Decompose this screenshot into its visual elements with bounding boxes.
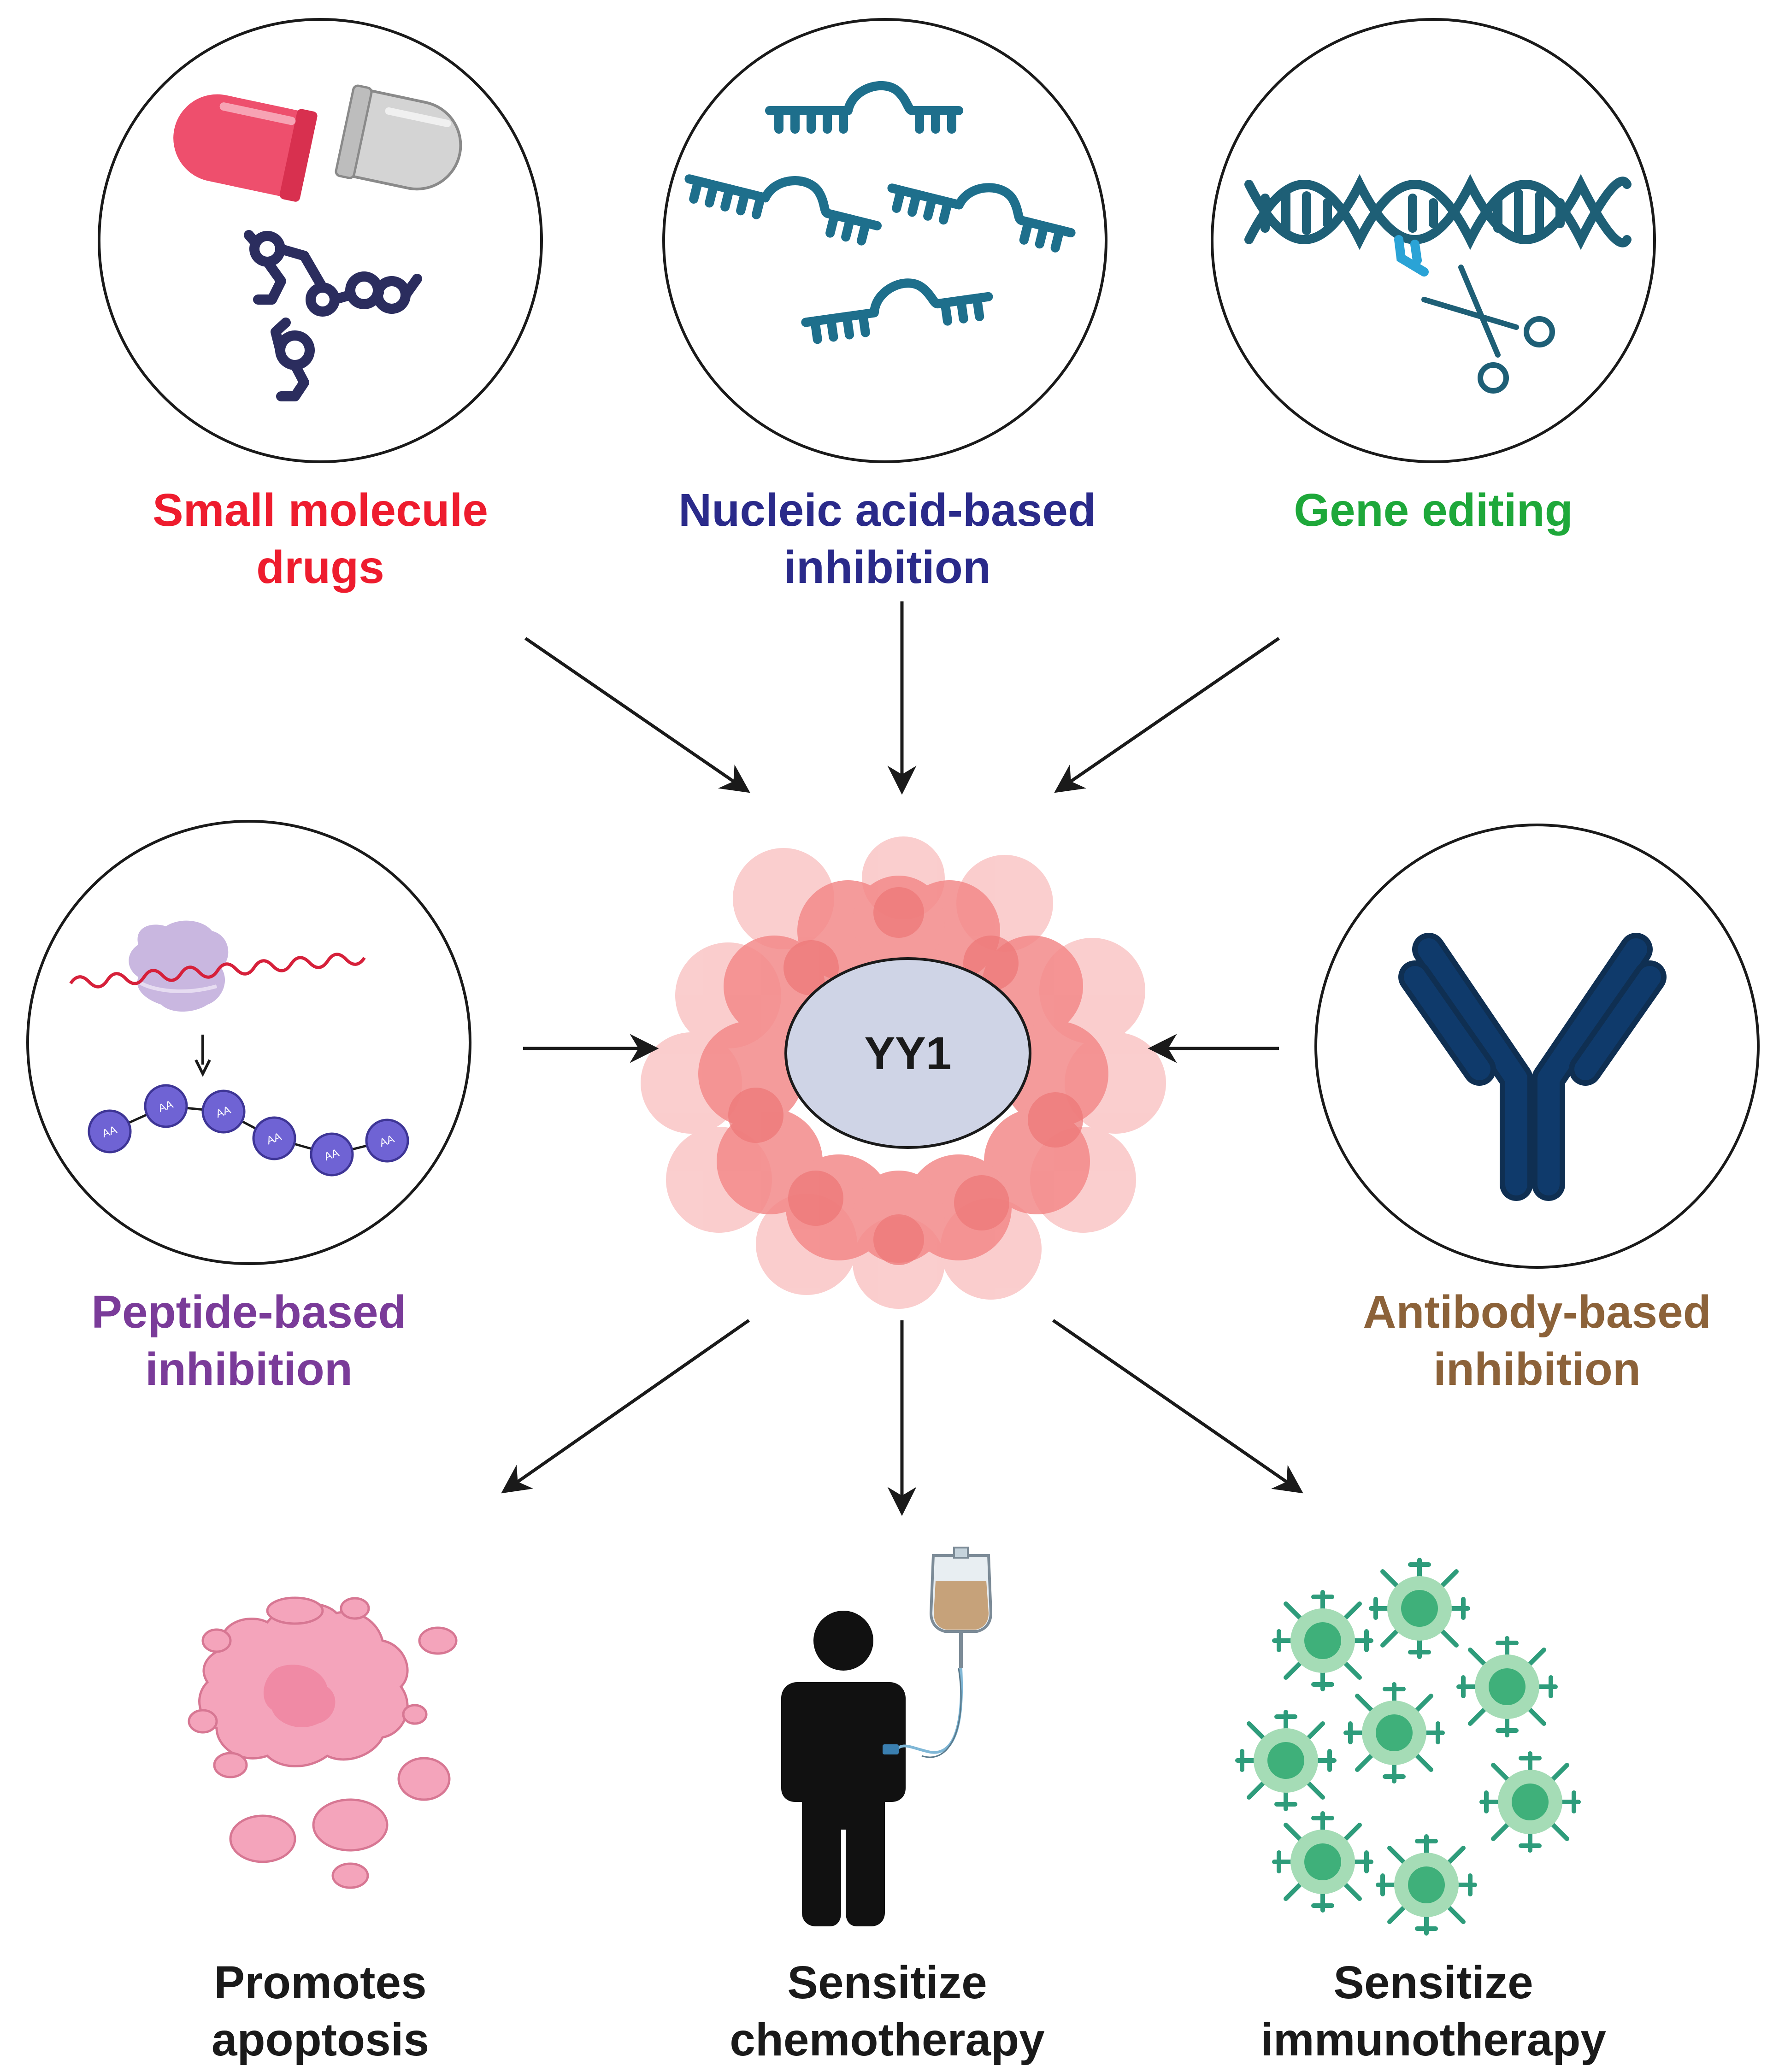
input-arrows xyxy=(523,601,1280,1063)
output-arrows xyxy=(501,1319,1303,1516)
label-immuno: Sensitize immunotherapy xyxy=(1261,1954,1606,2068)
capsule-and-molecules-icon xyxy=(173,84,462,401)
patient-iv-drip-icon xyxy=(781,1547,993,1926)
label-peptide-line2: inhibition xyxy=(145,1343,353,1395)
antibody-icon xyxy=(1398,933,1667,1201)
apoptotic-cell-icon xyxy=(188,1596,458,1889)
label-small-molecule-line1: Small molecule xyxy=(152,484,489,536)
antibody-circle xyxy=(1314,824,1760,1269)
immune-cells-icon xyxy=(1235,1558,1581,1936)
small-molecule-circle xyxy=(98,18,543,463)
nucleic-acid-circle xyxy=(662,18,1107,463)
label-antibody: Antibody-based inhibition xyxy=(1363,1283,1711,1398)
label-antibody-line2: inhibition xyxy=(1433,1343,1641,1395)
label-apoptosis-line1: Promotes xyxy=(214,1957,427,2008)
label-apoptosis: Promotes apoptosis xyxy=(212,1954,429,2068)
arrow-small-molecule-to-yy1 xyxy=(524,637,750,793)
peptide-circle: AA AA AA AA AA AA xyxy=(26,820,471,1265)
label-immuno-line2: immunotherapy xyxy=(1260,2014,1607,2066)
rna-strands-icon xyxy=(684,81,1076,344)
arrow-yy1-to-immuno xyxy=(1052,1319,1303,1494)
dna-scissors-icon xyxy=(1244,174,1632,394)
label-gene-editing: Gene editing xyxy=(1294,482,1573,539)
arrow-yy1-to-apoptosis xyxy=(501,1319,750,1494)
ribosome-peptide-icon: AA AA AA AA AA AA xyxy=(69,920,409,1177)
label-chemo: Sensitize chemotherapy xyxy=(730,1954,1045,2068)
label-peptide: Peptide-based inhibition xyxy=(91,1283,406,1398)
label-nucleic-acid: Nucleic acid-based inhibition xyxy=(678,482,1096,596)
gene-editing-circle xyxy=(1211,18,1656,463)
yy1-label: YY1 xyxy=(864,1028,951,1079)
label-immuno-line1: Sensitize xyxy=(1333,1957,1533,2008)
label-gene-editing-line1: Gene editing xyxy=(1294,484,1573,536)
label-chemo-line2: chemotherapy xyxy=(730,2014,1045,2066)
yy1-nucleus xyxy=(784,957,1031,1149)
label-chemo-line1: Sensitize xyxy=(787,1957,987,2008)
label-small-molecule: Small molecule drugs xyxy=(153,482,488,596)
label-nucleic-acid-line1: Nucleic acid-based xyxy=(678,484,1096,536)
label-small-molecule-line2: drugs xyxy=(256,542,384,593)
label-apoptosis-line2: apoptosis xyxy=(211,2014,430,2066)
label-peptide-line1: Peptide-based xyxy=(91,1286,406,1338)
tumor-cell-cluster-icon: YY1 xyxy=(641,836,1166,1309)
label-antibody-line1: Antibody-based xyxy=(1363,1286,1711,1338)
label-nucleic-acid-line2: inhibition xyxy=(783,542,991,593)
arrow-gene-editing-to-yy1 xyxy=(1054,637,1280,793)
